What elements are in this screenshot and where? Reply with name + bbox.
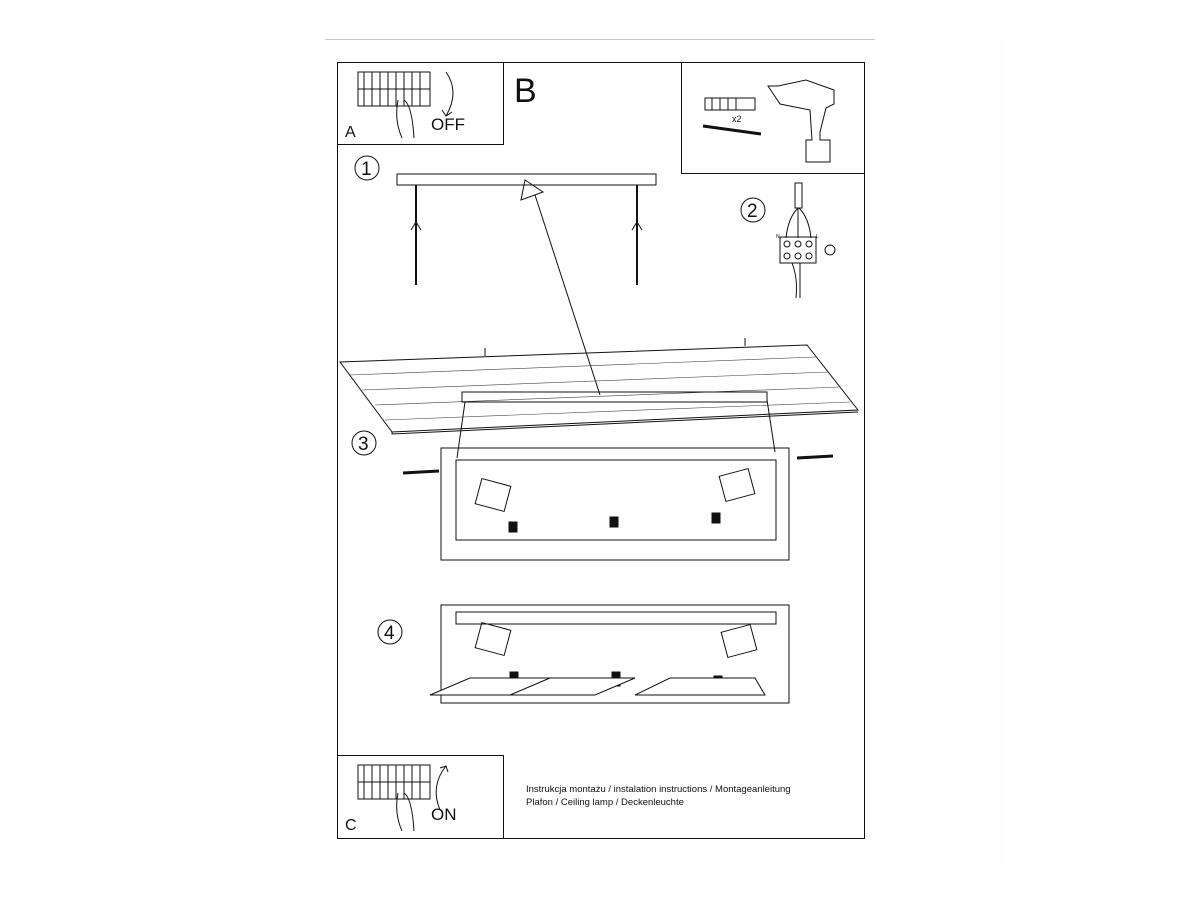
arrow-down-icon	[441, 71, 454, 117]
top-divider	[325, 39, 875, 40]
arrow-up-icon	[435, 765, 449, 811]
wall-plug-icon	[704, 97, 756, 111]
footer-title: Instrukcja montażu / instalation instruc…	[526, 784, 791, 795]
hand-icon	[396, 792, 415, 832]
ground-symbol-icon	[824, 244, 836, 256]
spotlight-icon	[474, 477, 512, 513]
side-screw-icon	[402, 454, 834, 475]
fuse-box-icon	[357, 764, 431, 800]
step-2-label: 2	[747, 201, 758, 222]
panel-a-letter: A	[345, 124, 356, 141]
lamp-step-4	[429, 604, 790, 704]
step-1-label: 1	[361, 159, 372, 180]
neutral-label: N	[776, 234, 780, 240]
panel-a-power-off: A OFF	[337, 62, 504, 145]
ceiling-illustration	[339, 338, 859, 435]
screw-icon	[702, 124, 762, 136]
panel-b-letter: B	[514, 72, 537, 110]
main-frame	[337, 62, 865, 839]
drill-icon	[767, 79, 835, 163]
footer-subtitle: Plafon / Ceiling lamp / Deckenleuchte	[526, 797, 684, 808]
hand-icon	[396, 99, 415, 139]
manual-page	[193, 40, 1005, 865]
on-label: ON	[431, 805, 457, 824]
step-3-label: 3	[358, 434, 369, 455]
mounting-bracket	[396, 173, 657, 396]
off-label: OFF	[431, 115, 465, 134]
tools-panel: x2	[681, 62, 865, 174]
panel-c-letter: C	[345, 817, 357, 834]
step-4-label: 4	[384, 623, 395, 644]
panel-c-power-on: C ON	[337, 755, 504, 839]
spotlight-icon	[720, 623, 758, 659]
lamp-step-3	[402, 399, 834, 561]
live-label: L	[816, 234, 819, 240]
spotlight-icon	[474, 621, 512, 657]
fuse-box-icon	[357, 71, 431, 107]
wiring-diagram: N L	[776, 182, 836, 299]
quantity-label: x2	[732, 114, 742, 124]
spotlight-icon	[718, 467, 756, 503]
